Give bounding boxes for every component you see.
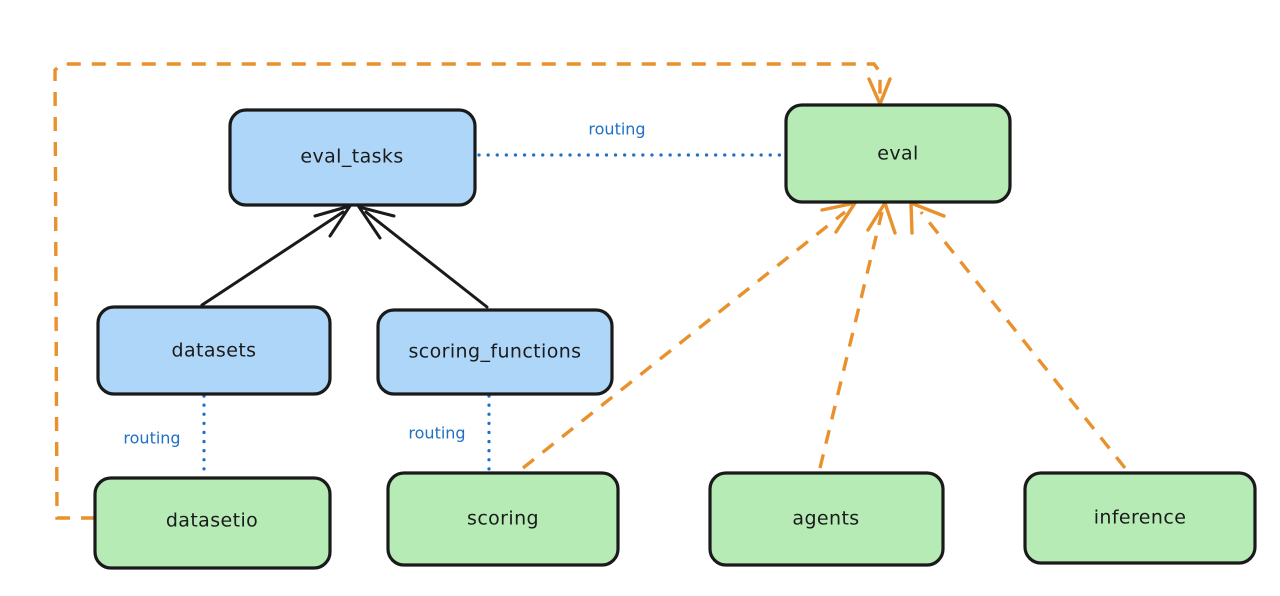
node-datasets-label: datasets [172,340,257,362]
edge-inference-to-eval [919,210,1127,470]
arrowhead-datasets-to-eval_tasks [313,203,354,238]
node-scoring_functions[interactable]: scoring_functions [376,308,614,396]
edge-agents-to-eval [818,211,884,469]
edge-scoring_functions-to-eval_tasks [364,210,489,309]
edge-scoring-to-eval [521,210,847,470]
arrowhead-scoring_functions-to-eval_tasks [355,204,396,240]
node-eval_tasks-box[interactable] [228,108,477,207]
node-eval[interactable]: eval [784,103,1012,204]
node-scoring_functions-label: scoring_functions [409,341,582,363]
node-datasets[interactable]: datasets [96,305,332,396]
node-inference[interactable]: inference [1023,471,1257,565]
node-eval-box[interactable] [784,103,1012,204]
node-datasetio-box[interactable] [93,476,332,570]
node-eval-label: eval [877,143,918,165]
arrowhead-inference-to-eval [909,200,946,235]
node-agents-box[interactable] [708,471,945,567]
api-edges [200,203,489,309]
edge-datasetio-to-eval [53,62,882,520]
routing-edges [202,153,785,478]
node-datasetio[interactable]: datasetio [93,476,332,570]
node-scoring-label: scoring [467,508,539,530]
edge-labels: routing routing routing [123,120,645,448]
node-datasets-box[interactable] [96,305,332,396]
edge-label-routing-datasets-datasetio: routing [123,429,180,448]
node-agents-label: agents [792,508,859,530]
edge-datasets-to-eval_tasks [200,210,345,307]
node-inference-label: inference [1094,507,1187,529]
edge-label-routing-eval_tasks-eval: routing [588,120,645,139]
edge-label-routing-scoring_functions-scoring: routing [408,424,465,443]
node-datasetio-label: datasetio [166,510,258,532]
node-agents[interactable]: agents [708,471,945,567]
node-scoring[interactable]: scoring [386,471,620,567]
node-eval_tasks[interactable]: eval_tasks [228,108,477,207]
node-inference-box[interactable] [1023,471,1257,565]
node-scoring_functions-box[interactable] [376,308,614,396]
node-eval_tasks-label: eval_tasks [300,146,403,168]
node-scoring-box[interactable] [386,471,620,567]
